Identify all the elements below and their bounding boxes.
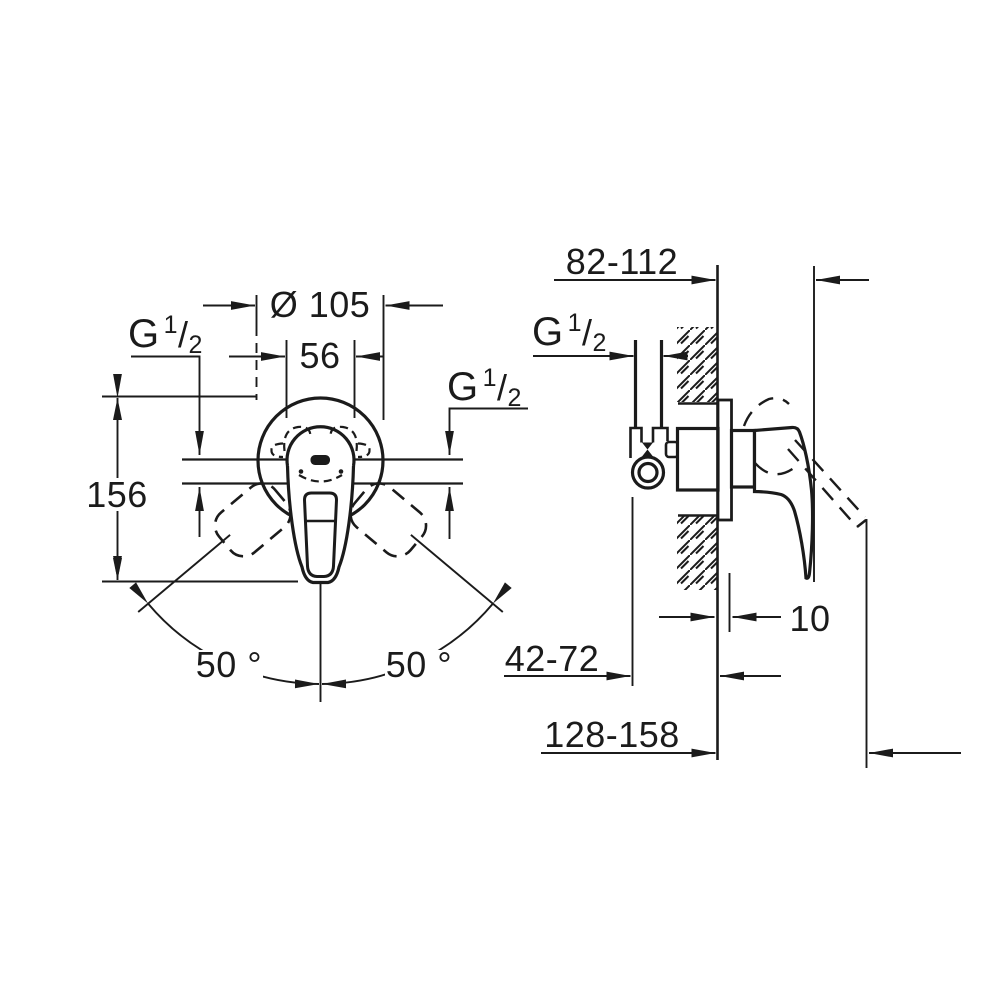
- hub-width-label: 56: [299, 335, 340, 376]
- angle-ray-right: [410, 534, 504, 613]
- lever-raised-dashed: [742, 396, 867, 529]
- swing-angle-left-label: 50 °: [196, 644, 262, 685]
- cartridge-dashed-arc: [298, 474, 343, 483]
- cartridge-cap-ring: [729, 428, 757, 489]
- cartridge-slot: [310, 455, 330, 465]
- hub-ear-right: [329, 425, 358, 452]
- hub-ear-left: [283, 425, 312, 452]
- lever-front: [285, 465, 356, 585]
- lever-hub-arc: [285, 425, 356, 467]
- dimension-plate-projection: 10: [659, 598, 830, 639]
- lever-swung-left-outline: [349, 482, 428, 558]
- union-bracket: [629, 426, 669, 458]
- angle-ray-left: [137, 534, 231, 613]
- wall-to-handle-label: 82-112: [566, 241, 678, 282]
- overall-height-label: 156: [86, 474, 148, 515]
- inlet-to-wall-label: 42-72: [505, 638, 600, 679]
- lever-face-recess: [302, 491, 339, 578]
- hub-tab-left: [270, 442, 284, 459]
- overall-depth-label: 128-158: [544, 714, 680, 755]
- plate-projection-label: 10: [789, 598, 830, 639]
- union-nut-inner: [637, 461, 659, 484]
- dimension-hub-width: 56: [229, 335, 384, 418]
- wall-hatch-lower: [677, 516, 717, 590]
- valve-body: [675, 426, 720, 492]
- cartridge-dot-left: [298, 469, 304, 474]
- dimension-wall-to-handle: 82-112: [554, 241, 869, 285]
- swing-angle-right-label: 50 °: [386, 644, 452, 685]
- dimension-overall-height: 156: [86, 374, 298, 583]
- dimension-plate-diameter: Ø 105: [203, 284, 443, 420]
- lever-side: [752, 425, 815, 580]
- escutcheon-plate-side: [716, 398, 733, 522]
- plate-diameter-label: Ø 105: [270, 284, 371, 325]
- thread-seal-symbol: [642, 442, 653, 457]
- dimension-overall-depth: 128-158: [541, 714, 961, 758]
- cartridge-dot-right: [338, 469, 344, 474]
- dimension-inlet-to-wall: 42-72: [504, 638, 781, 681]
- lever-swung-right-outline: [213, 482, 292, 558]
- hub-tab-right: [357, 442, 371, 459]
- wall-hatch-upper: [677, 327, 717, 402]
- dimension-swing-angles: 50 ° 50 °: [195, 644, 453, 685]
